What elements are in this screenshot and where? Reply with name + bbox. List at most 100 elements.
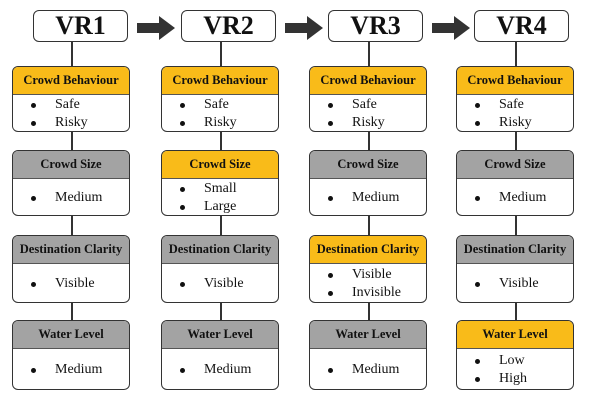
factor-card-header: Crowd Behaviour [457,67,573,95]
factor-card-body: Medium [310,179,426,215]
factor-level-item: Medium [180,361,278,379]
factor-level-label: Medium [352,190,400,205]
factor-level-item: Invisible [328,284,426,302]
factor-level-item: Safe [328,96,426,114]
factor-level-label: Medium [55,362,103,377]
factor-level-label: Medium [352,362,400,377]
factor-card-header: Water Level [457,321,573,349]
bullet-icon [180,102,185,108]
factor-card-header: Water Level [162,321,278,349]
factor-level-item: Medium [328,189,426,207]
factor-card-header: Crowd Behaviour [13,67,129,95]
bullet-icon [180,367,185,373]
bullet-icon [31,367,36,373]
factor-card-header: Destination Clarity [310,236,426,264]
bullet-icon [328,120,333,126]
factor-card-header: Crowd Size [310,151,426,179]
bullet-icon [475,120,480,126]
factor-level-label: Visible [352,267,392,282]
factor-level-item: Medium [31,361,129,379]
factor-level-item: Visible [328,266,426,284]
bullet-icon [328,272,333,278]
bullet-icon [475,102,480,108]
factor-level-item: Risky [180,114,278,131]
bullet-icon [328,367,333,373]
bullet-icon [31,120,36,126]
factor-level-label: Medium [204,362,252,377]
factor-card-header: Crowd Size [13,151,129,179]
factor-level-label: Risky [499,115,532,130]
factor-card-header: Water Level [310,321,426,349]
bullet-icon [328,102,333,108]
factor-level-item: Safe [180,96,278,114]
factor-level-item: High [475,370,573,388]
factor-level-item: Medium [475,189,573,207]
bullet-icon [475,358,480,364]
bullet-icon [180,186,185,192]
factor-card-body: Medium [310,349,426,389]
factor-card-header: Destination Clarity [457,236,573,264]
factor-level-item: Visible [180,275,278,293]
factor-level-label: Visible [55,276,95,291]
factor-level-item: Visible [475,275,573,293]
vr-title: VR2 [181,10,276,42]
factor-card-body: Visible [457,264,573,302]
right-arrow-icon [432,16,470,40]
factor-level-label: Small [204,181,237,196]
bullet-icon [180,281,185,287]
vr-title: VR1 [33,10,128,42]
factor-card-body: Medium [457,179,573,215]
factor-level-label: Risky [55,115,88,130]
factor-card-body: Medium [13,349,129,389]
factor-level-label: Risky [352,115,385,130]
vr-title: VR4 [474,10,569,42]
factor-card-body: Medium [162,349,278,389]
factor-level-label: Large [204,199,237,214]
factor-level-label: Risky [204,115,237,130]
factor-level-item: Small [180,180,278,198]
bullet-icon [180,120,185,126]
bullet-icon [475,281,480,287]
factor-card-header: Crowd Size [162,151,278,179]
factor-level-label: Safe [55,97,80,112]
bullet-icon [31,281,36,287]
bullet-icon [180,204,185,210]
bullet-icon [328,290,333,296]
factor-level-label: High [499,371,527,386]
factor-level-item: Medium [328,361,426,379]
factor-level-item: Safe [475,96,573,114]
factor-level-label: Safe [352,97,377,112]
factor-level-label: Low [499,353,525,368]
factor-level-label: Visible [204,276,244,291]
factor-card-header: Crowd Behaviour [310,67,426,95]
factor-level-item: Risky [328,114,426,131]
factor-level-item: Low [475,352,573,370]
vr-title: VR3 [328,10,423,42]
bullet-icon [328,195,333,201]
factor-card-header: Water Level [13,321,129,349]
bullet-icon [31,102,36,108]
factor-level-item: Safe [31,96,129,114]
bullet-icon [475,195,480,201]
factor-card-body: Visible [13,264,129,302]
factor-card-header: Crowd Behaviour [162,67,278,95]
factor-level-item: Medium [31,189,129,207]
